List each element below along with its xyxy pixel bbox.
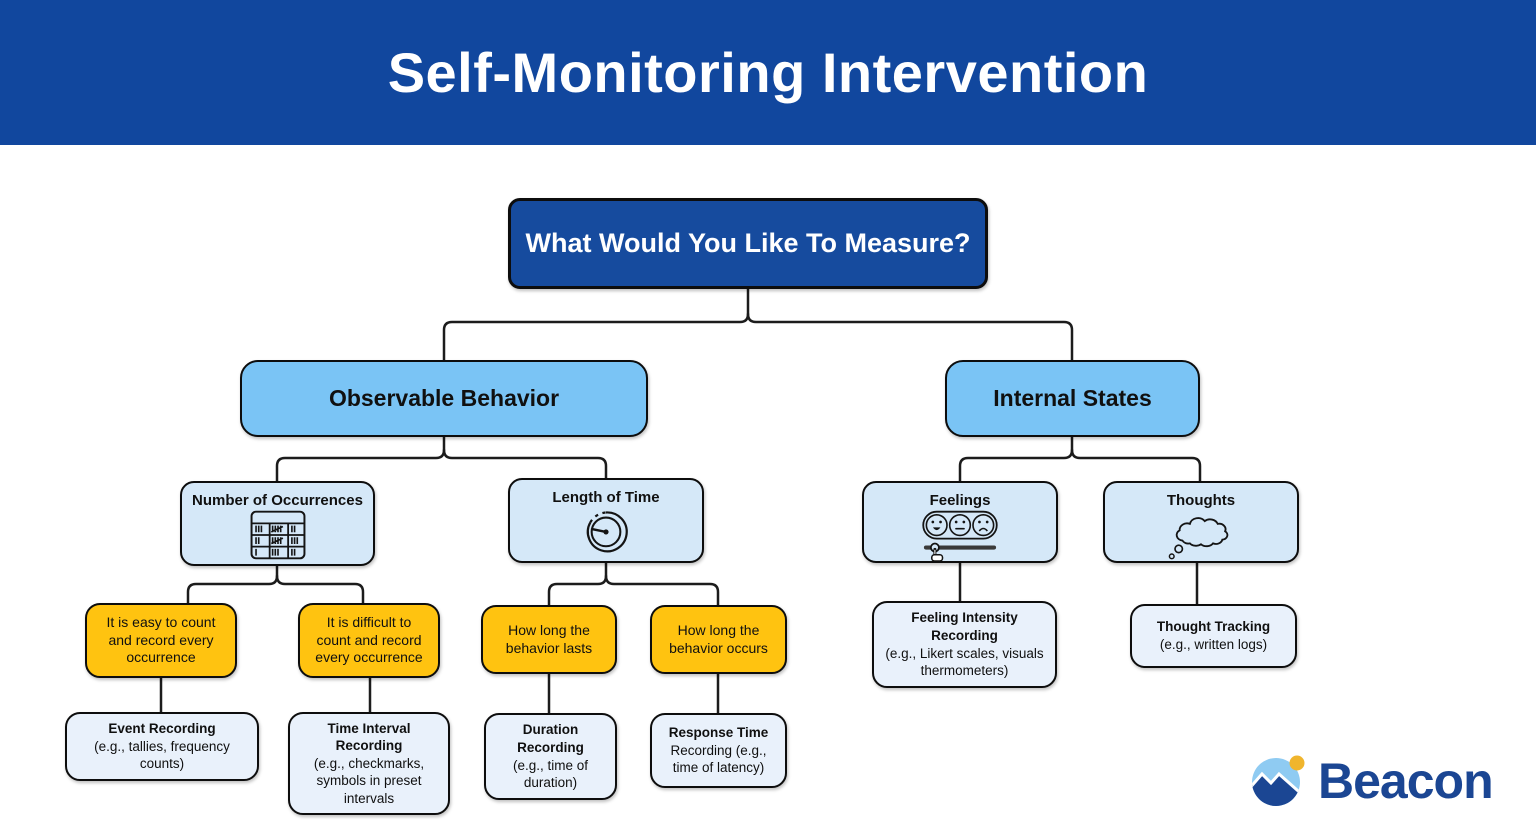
category-label: Length of Time: [552, 489, 660, 506]
method-time-interval-recording: Time Interval Recording (e.g., checkmark…: [288, 712, 450, 815]
method-thought-tracking: Thought Tracking (e.g., written logs): [1130, 604, 1297, 668]
category-feelings: Feelings: [862, 481, 1058, 563]
method-detail: (e.g., tallies, frequency counts): [94, 738, 230, 772]
condition-text: How long the behavior occurs: [669, 621, 768, 656]
method-duration-recording: Duration Recording (e.g., time of durati…: [484, 713, 617, 800]
condition-text: It is difficult to count and record ever…: [315, 613, 423, 666]
branch-observable-behavior: Observable Behavior: [240, 360, 648, 437]
page-title: Self-Monitoring Intervention: [387, 41, 1149, 104]
beacon-logo-mark-icon: [1252, 755, 1305, 806]
emotion-faces-slider-icon: [922, 510, 998, 561]
category-thoughts: Thoughts: [1103, 481, 1299, 563]
category-length-of-time: Length of Time: [508, 478, 704, 563]
method-title: Time Interval Recording: [327, 720, 411, 754]
branch-label: Observable Behavior: [328, 385, 560, 411]
branch-label: Internal States: [993, 385, 1152, 411]
condition-difficult-to-count: It is difficult to count and record ever…: [298, 603, 440, 678]
thought-cloud-icon: [1168, 517, 1229, 560]
category-number-of-occurrences: Number of Occurrences: [180, 481, 375, 566]
method-title: Thought Tracking: [1156, 619, 1271, 635]
condition-behavior-lasts: How long the behavior lasts: [481, 605, 617, 674]
condition-easy-to-count: It is easy to count and record every occ…: [85, 603, 237, 678]
method-title: Feeling Intensity Recording: [911, 610, 1018, 643]
root-question-node: What Would You Like To Measure?: [508, 198, 988, 289]
method-title: Duration Recording: [517, 722, 584, 755]
condition-text: How long the behavior lasts: [505, 621, 593, 656]
category-label: Number of Occurrences: [192, 492, 363, 509]
method-detail: (e.g., time of duration): [512, 757, 589, 791]
beacon-logo-text: Beacon: [1318, 753, 1494, 809]
condition-behavior-occurs: How long the behavior occurs: [650, 605, 787, 674]
method-detail: Recording (e.g., time of latency): [670, 742, 767, 776]
method-title: Response Time: [668, 725, 769, 741]
title-banner: Self-Monitoring Intervention: [0, 0, 1536, 145]
method-event-recording: Event Recording (e.g., tallies, frequenc…: [65, 712, 259, 781]
method-detail: (e.g., written logs): [1159, 637, 1268, 652]
logo-sun-dot: [1289, 755, 1305, 771]
method-feeling-intensity-recording: Feeling Intensity Recording (e.g., Liker…: [872, 601, 1057, 688]
tally-table-icon: [250, 510, 305, 560]
category-label: Thoughts: [1166, 492, 1236, 509]
branch-internal-states: Internal States: [945, 360, 1200, 437]
method-response-time-recording: Response Time Recording (e.g., time of l…: [650, 713, 787, 788]
beacon-logo: Beacon: [1250, 752, 1494, 810]
condition-text: It is easy to count and record every occ…: [106, 613, 216, 666]
method-title: Event Recording: [108, 721, 216, 737]
method-detail: (e.g., Likert scales, visuals thermomete…: [885, 645, 1044, 679]
pointer-hand-icon: [930, 547, 944, 561]
category-label: Feelings: [929, 492, 991, 509]
root-question-label: What Would You Like To Measure?: [525, 228, 971, 258]
method-detail: (e.g., checkmarks, symbols in preset int…: [313, 755, 425, 806]
stopwatch-icon: [586, 511, 628, 553]
